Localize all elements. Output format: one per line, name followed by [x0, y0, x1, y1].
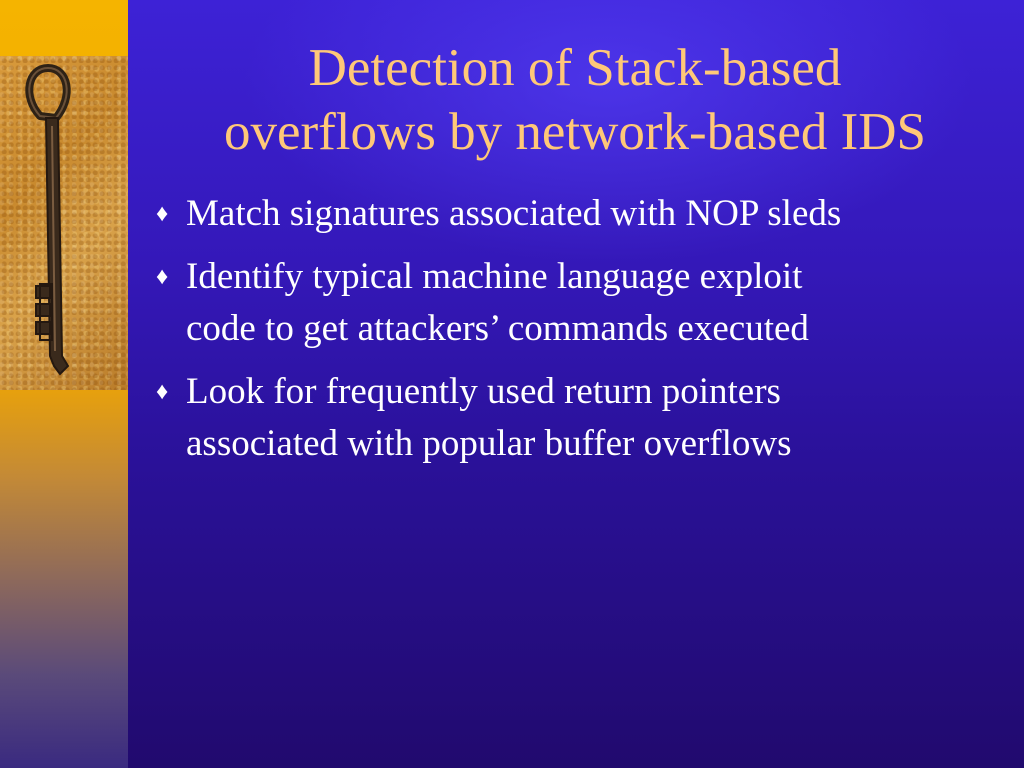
- bullet-item: ♦ Look for frequently used return pointe…: [156, 366, 1016, 470]
- slide-title-line-1: Detection of Stack-based: [308, 39, 842, 97]
- key-image-panel: [0, 56, 128, 390]
- diamond-bullet-icon: ♦: [156, 264, 169, 290]
- old-key-icon: [25, 64, 71, 376]
- bullet-item: ♦ Identify typical machine language expl…: [156, 251, 1016, 355]
- slide-title: Detection of Stack-based overflows by ne…: [140, 36, 1010, 164]
- bullet-item: ♦ Match signatures associated with NOP s…: [156, 188, 1016, 240]
- bullet-list: ♦ Match signatures associated with NOP s…: [156, 188, 1016, 481]
- bullet-text-line-1: Identify typical machine language exploi…: [186, 256, 803, 297]
- slide-title-line-2: overflows by network-based IDS: [223, 103, 927, 161]
- bullet-text-line-1: Look for frequently used return pointers: [186, 371, 781, 412]
- bullet-text-line-2: associated with popular buffer overflows: [186, 423, 792, 464]
- main-content-area: [128, 0, 1024, 768]
- diamond-bullet-icon: ♦: [156, 379, 169, 405]
- diamond-bullet-icon: ♦: [156, 201, 169, 227]
- bullet-text: Match signatures associated with NOP sle…: [186, 193, 842, 234]
- bullet-text-line-2: code to get attackers’ commands executed: [186, 308, 809, 349]
